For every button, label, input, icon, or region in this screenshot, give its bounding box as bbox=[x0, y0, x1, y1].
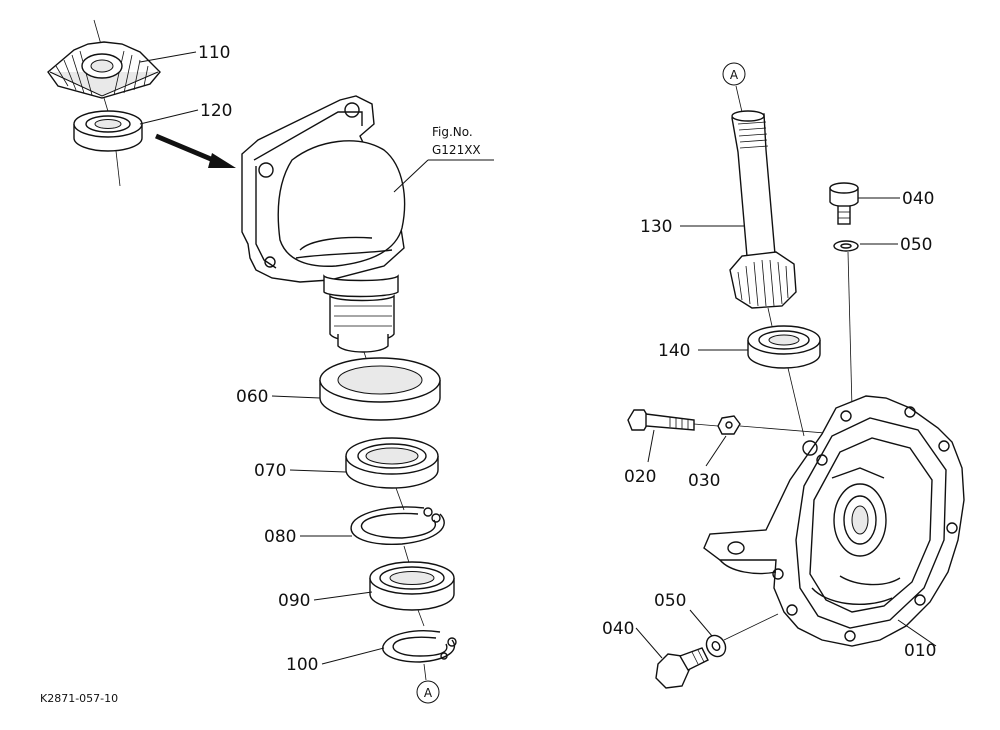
snap-ring-100 bbox=[382, 630, 457, 663]
fig-ref-line2: G121XX bbox=[432, 143, 481, 157]
label-030: 030 bbox=[688, 471, 720, 491]
bearing-140 bbox=[747, 325, 821, 437]
fig-ref-line1: Fig.No. bbox=[432, 125, 473, 139]
label-040-top: 040 bbox=[902, 189, 934, 209]
drawing-code: K2871-057-10 bbox=[40, 692, 118, 705]
marker-a-bottom: A bbox=[416, 680, 440, 704]
bevel-gear-110 bbox=[47, 19, 161, 119]
washer-050-bottom bbox=[705, 613, 779, 658]
assembly-arrow bbox=[155, 133, 236, 168]
label-120: 120 bbox=[200, 101, 232, 121]
label-020: 020 bbox=[624, 467, 656, 487]
pinion-shaft-130 bbox=[729, 110, 797, 327]
label-110: 110 bbox=[198, 43, 230, 63]
label-050-bottom: 050 bbox=[654, 591, 686, 611]
marker-a-bottom-label: A bbox=[424, 686, 433, 700]
snap-ring-080 bbox=[350, 506, 445, 546]
label-040-bottom: 040 bbox=[602, 619, 634, 639]
label-050-top: 050 bbox=[900, 235, 932, 255]
bearing-090 bbox=[369, 561, 455, 611]
bolt-040-bottom bbox=[655, 647, 709, 689]
washer-050-top bbox=[833, 240, 859, 409]
label-060: 060 bbox=[236, 387, 268, 407]
label-130: 130 bbox=[640, 217, 672, 237]
label-090: 090 bbox=[278, 591, 310, 611]
figure-reference: Fig.No. G121XX bbox=[393, 125, 494, 193]
gear-housing bbox=[241, 95, 406, 371]
label-080: 080 bbox=[264, 527, 296, 547]
label-070: 070 bbox=[254, 461, 286, 481]
seal-060 bbox=[319, 357, 441, 421]
marker-a-top: A bbox=[722, 62, 746, 113]
bearing-120 bbox=[73, 110, 143, 187]
label-100: 100 bbox=[286, 655, 318, 675]
marker-a-top-label: A bbox=[730, 68, 739, 82]
gear-case-010 bbox=[703, 395, 965, 647]
label-140: 140 bbox=[658, 341, 690, 361]
label-010: 010 bbox=[904, 641, 936, 661]
bolt-020 bbox=[627, 409, 719, 431]
bearing-070 bbox=[345, 437, 439, 489]
bolt-040-top bbox=[829, 182, 859, 225]
